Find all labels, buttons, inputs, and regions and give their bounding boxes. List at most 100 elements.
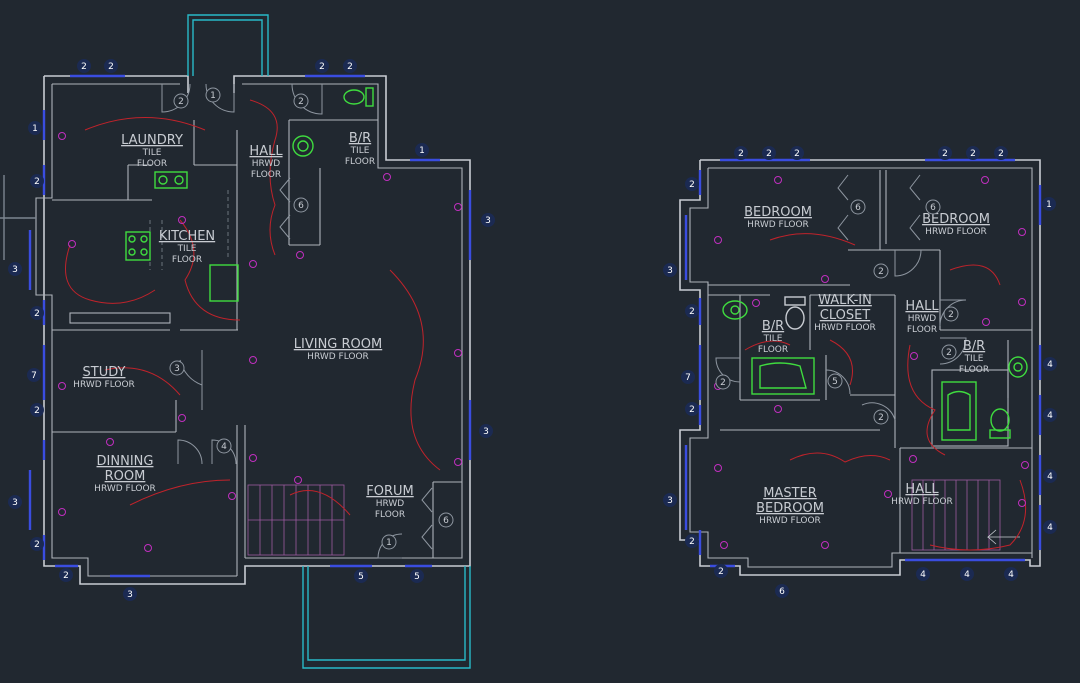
electrical-wiring	[65, 99, 1027, 551]
window-tag-number: 2	[689, 180, 695, 190]
window-tag-number: 2	[689, 307, 695, 317]
window-tag: 2	[994, 146, 1008, 160]
floor-finish: HRWD FLOOR	[73, 380, 135, 390]
floor-finish: FLOOR	[375, 510, 405, 520]
room-name: B/R	[762, 319, 784, 334]
window-tag-number: 4	[964, 570, 970, 580]
window-tag: 2	[685, 402, 699, 416]
window-tag-number: 2	[718, 567, 724, 577]
window-tag-number: 2	[34, 177, 40, 187]
room-name: BEDROOM	[922, 212, 990, 227]
window-tag-number: 2	[347, 62, 353, 72]
door-tag-number: 2	[720, 378, 726, 388]
window-tag-number: 2	[63, 571, 69, 581]
outlets	[58, 132, 1029, 552]
door-tag-number: 2	[298, 97, 304, 107]
window-tag-number: 3	[12, 265, 18, 275]
window-tag: 3	[479, 424, 493, 438]
room-name-line2: BEDROOM	[756, 501, 824, 516]
window-tag: 2	[762, 146, 776, 160]
upper-stairs	[911, 479, 1020, 551]
window-tag: 1	[415, 143, 429, 157]
window-tag: 4	[1043, 520, 1057, 534]
window-tag-number: 2	[689, 405, 695, 415]
door-tag-number: 4	[221, 442, 227, 452]
window-tag-number: 1	[419, 146, 425, 156]
window-tag: 5	[410, 569, 424, 583]
window-tag: 2	[343, 59, 357, 73]
window-tag: 7	[681, 370, 695, 384]
window-tag-number: 7	[685, 373, 691, 383]
door-tag-number: 1	[210, 91, 216, 101]
window-tag: 2	[30, 174, 44, 188]
window-tag: 2	[30, 537, 44, 551]
window-tag: 2	[685, 534, 699, 548]
room-name: HALL	[905, 299, 939, 314]
window-tag: 3	[481, 213, 495, 227]
window-tag: 2	[714, 564, 728, 578]
window-tag-number: 3	[127, 590, 133, 600]
window-tag-number: 2	[794, 149, 800, 159]
window-tag: 1	[28, 121, 42, 135]
door-tag: 1	[205, 87, 221, 103]
door-tag-number: 6	[298, 201, 304, 211]
room-name-line2: ROOM	[105, 469, 146, 484]
room-name: WALK-IN	[818, 293, 872, 308]
window-tag: 2	[790, 146, 804, 160]
window-tag: 2	[30, 403, 44, 417]
window-tag: 5	[354, 569, 368, 583]
floor-finish: HRWD FLOOR	[759, 516, 821, 526]
door-tag-number: 2	[878, 413, 884, 423]
window-tag: 2	[30, 306, 44, 320]
window-tag-number: 4	[1008, 570, 1014, 580]
window-tag-number: 2	[34, 309, 40, 319]
floor-finish: HRWD FLOOR	[814, 323, 876, 333]
door-tag: 2	[293, 93, 309, 109]
door-tag-number: 1	[386, 538, 392, 548]
room-name-line2: CLOSET	[820, 308, 871, 323]
ground-stairs	[247, 484, 345, 556]
floor-finish: HRWD FLOOR	[747, 220, 809, 230]
floor-finish: HRWD	[376, 499, 405, 509]
window-tag-number: 4	[1047, 411, 1053, 421]
windows	[28, 74, 1042, 578]
window-tag-number: 3	[667, 496, 673, 506]
window-tag: 4	[1004, 567, 1018, 581]
window-tag: 6	[775, 584, 789, 598]
floor-finish: FLOOR	[172, 255, 202, 265]
floor-finish: TILE	[350, 146, 370, 156]
door-tag: 6	[293, 197, 309, 213]
door-tag: 1	[381, 534, 397, 550]
window-tag-number: 2	[34, 540, 40, 550]
window-tag: 1	[1042, 197, 1056, 211]
floor-finish: TILE	[763, 334, 783, 344]
window-tag: 2	[734, 146, 748, 160]
window-tag: 4	[1043, 469, 1057, 483]
window-tag-number: 2	[34, 406, 40, 416]
window-tag-number: 4	[1047, 360, 1053, 370]
window-tag: 2	[59, 568, 73, 582]
door-tag: 2	[173, 93, 189, 109]
door-tag-number: 2	[948, 310, 954, 320]
room-name: MASTER	[763, 486, 817, 501]
window-tag-number: 2	[108, 62, 114, 72]
room-name: LAUNDRY	[121, 133, 183, 148]
door-tag: 2	[943, 306, 959, 322]
window-tag-number: 2	[998, 149, 1004, 159]
room-name: LIVING ROOM	[294, 337, 382, 352]
window-tag-number: 2	[942, 149, 948, 159]
room-name: BEDROOM	[744, 205, 812, 220]
window-tag: 4	[1043, 408, 1057, 422]
door-tag-number: 6	[930, 203, 936, 213]
window-tag-number: 3	[483, 427, 489, 437]
